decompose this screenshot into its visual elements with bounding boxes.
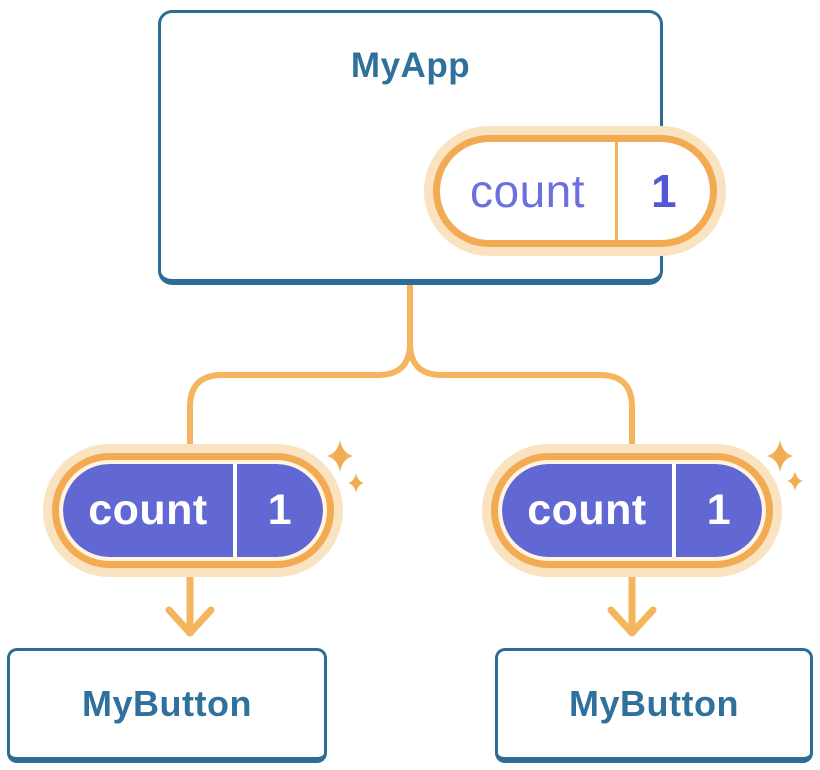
component-name-label: MyButton (569, 683, 739, 724)
component-name-label: MyButton (82, 683, 252, 724)
state-pill-ring: count 1 (491, 453, 773, 568)
child-component-card: MyButton (495, 648, 813, 763)
state-pill-ring: count 1 (52, 453, 334, 568)
component-name-label: MyApp (350, 46, 471, 85)
state-value: 1 (237, 464, 323, 557)
state-pill: count 1 (43, 444, 343, 577)
child-component-card: MyButton (7, 648, 327, 763)
pill-divider (672, 464, 676, 557)
tree-branch-left (187, 282, 413, 453)
state-pill: count 1 (482, 444, 782, 577)
pill-divider (233, 464, 237, 557)
state-value: 1 (676, 464, 762, 557)
arrow-down-icon (607, 606, 657, 637)
state-name: count (63, 464, 233, 557)
state-name: count (469, 165, 586, 217)
arrow-down-icon (165, 606, 215, 637)
tree-branch-right (407, 340, 635, 453)
root-component-card: MyApp count 1 (158, 10, 726, 285)
pill-divider (615, 142, 618, 240)
state-name: count (502, 464, 672, 557)
state-pill-ring: count 1 (433, 135, 717, 247)
state-pill: count 1 (424, 126, 726, 256)
state-value: 1 (650, 165, 678, 217)
